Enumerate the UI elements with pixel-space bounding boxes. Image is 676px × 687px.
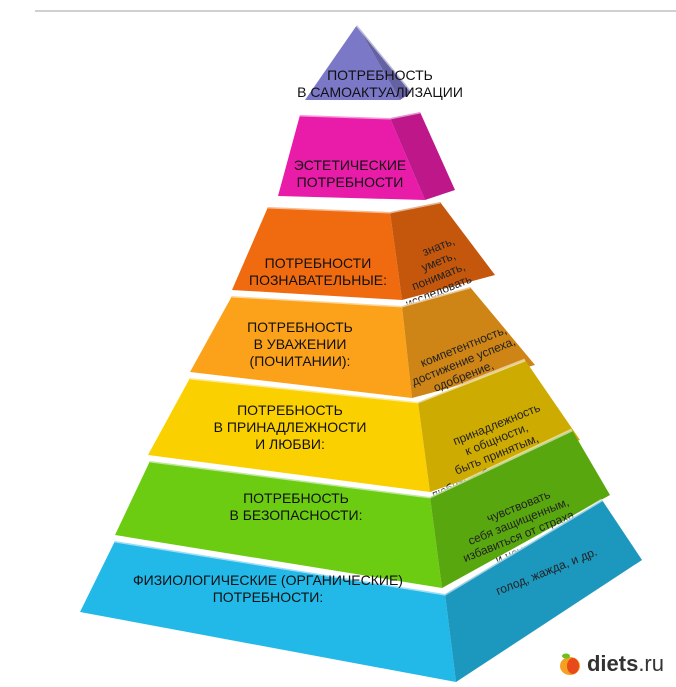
logo-name: diets: [586, 651, 639, 676]
tier-title-line: ПОТРЕБНОСТИ:: [213, 589, 324, 605]
tier-title-line: В УВАЖЕНИИ: [254, 336, 347, 352]
tier-side-face: [445, 500, 642, 682]
tier-title-line: И ЛЮБВИ:: [255, 436, 325, 452]
tier-title-line: ПОТРЕБНОСТЬ: [247, 319, 353, 335]
tier-top-edge: [189, 358, 526, 404]
tier-top-edge: [355, 24, 414, 93]
pyramid-tier-3: ПОТРЕБНОСТИПОЗНАВАТЕЛЬНЫЕ:знать,уметь,по…: [232, 200, 495, 311]
tier-top-edge: [267, 200, 441, 214]
tier-side-face: [390, 112, 455, 200]
tier-title-line: ПОТРЕБНОСТИ: [297, 174, 404, 190]
tier-top-edge: [299, 110, 421, 120]
tier-title-line: ФИЗИОЛОГИЧЕСКИЕ (ОРГАНИЧЕСКИЕ): [133, 572, 403, 588]
tier-top-edge: [114, 498, 603, 596]
tier-title-line: ПОЗНАВАТЕЛЬНЫЕ:: [249, 272, 387, 288]
tier-side-face: [418, 360, 580, 492]
tier-top-edge: [231, 285, 471, 308]
tier-title-line: ПОТРЕБНОСТЬ: [327, 67, 433, 83]
tier-top-edge: [149, 428, 573, 499]
divider: [35, 10, 676, 12]
tier-title-line: В ПРИНАДЛЕЖНОСТИ: [214, 419, 367, 435]
tier-title-line: ПОТРЕБНОСТИ: [265, 255, 372, 271]
tier-front-face: [232, 207, 402, 300]
tier-title-line: ПОТРЕБНОСТЬ: [243, 490, 349, 506]
tier-side-face: [430, 430, 610, 588]
tier-front-face: [148, 378, 430, 492]
tier-front-face: [115, 461, 442, 588]
tier-title-line: ЭСТЕТИЧЕСКИЕ: [294, 157, 407, 173]
tier-front-face: [278, 115, 425, 200]
tier-title-line: В БЕЗОПАСНОСТИ:: [230, 507, 363, 523]
tier-front-face: [80, 541, 456, 682]
tier-title-line: (ПОЧИТАНИИ):: [250, 353, 351, 369]
logo-tld: .ru: [638, 651, 664, 676]
tier-front-face: [190, 296, 412, 398]
diets-logo[interactable]: diets.ru: [557, 651, 664, 677]
tier-title-line: В САМОАКТУАЛИЗАЦИИ: [297, 84, 463, 100]
tier-side-face: [390, 202, 495, 300]
tier-title-line: ПОТРЕБНОСТЬ: [237, 402, 343, 418]
tier-front-face: [305, 25, 400, 100]
pyramid-tier-7: ФИЗИОЛОГИЧЕСКИЕ (ОРГАНИЧЕСКИЕ)ПОТРЕБНОСТ…: [80, 498, 642, 682]
apple-icon: [559, 653, 580, 675]
